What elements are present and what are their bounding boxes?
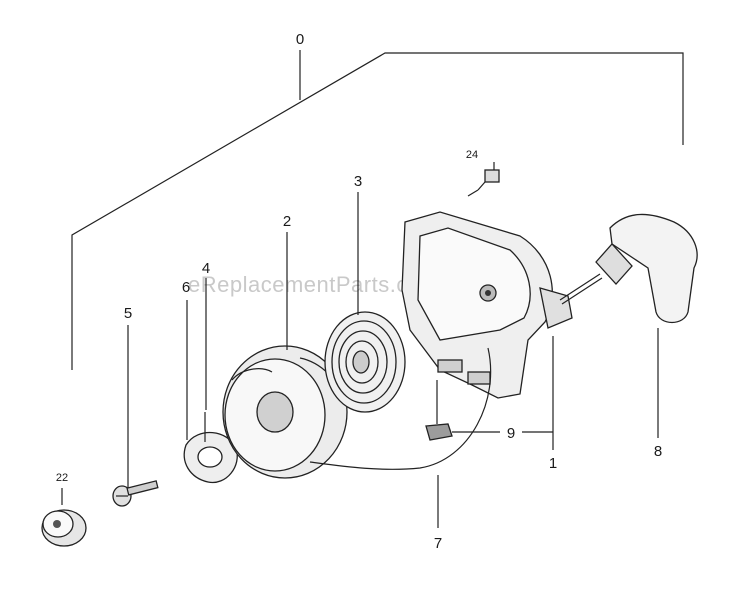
callout-3: 3 (354, 173, 362, 190)
assembly-bracket (71, 50, 684, 370)
part-5-screw (112, 480, 159, 507)
leader-lines (61, 162, 659, 528)
callout-8: 8 (654, 443, 662, 460)
callout-22: 22 (56, 472, 68, 484)
callout-2: 2 (283, 213, 291, 230)
callout-9: 9 (507, 425, 515, 442)
part-1-housing (401, 211, 573, 399)
part-3-spring (324, 311, 406, 413)
watermark: eReplacementParts.com (188, 272, 439, 297)
callout-0: 0 (296, 31, 304, 48)
callout-6: 6 (182, 279, 190, 296)
part-7-rope (309, 347, 492, 470)
part-24-bolt (467, 169, 500, 197)
callout-labels: 0 24 3 2 4 6 5 9 1 8 22 7 (56, 31, 662, 552)
callout-1: 1 (549, 455, 557, 472)
part-9-block (425, 380, 453, 441)
part-6-ratchet (183, 412, 238, 484)
callout-24: 24 (466, 149, 478, 161)
part-22-cap (41, 509, 87, 547)
part-8-handle (559, 213, 698, 324)
callout-7: 7 (434, 535, 442, 552)
callout-5: 5 (124, 305, 132, 322)
callout-4: 4 (202, 260, 210, 277)
part-2-reel (222, 345, 348, 479)
